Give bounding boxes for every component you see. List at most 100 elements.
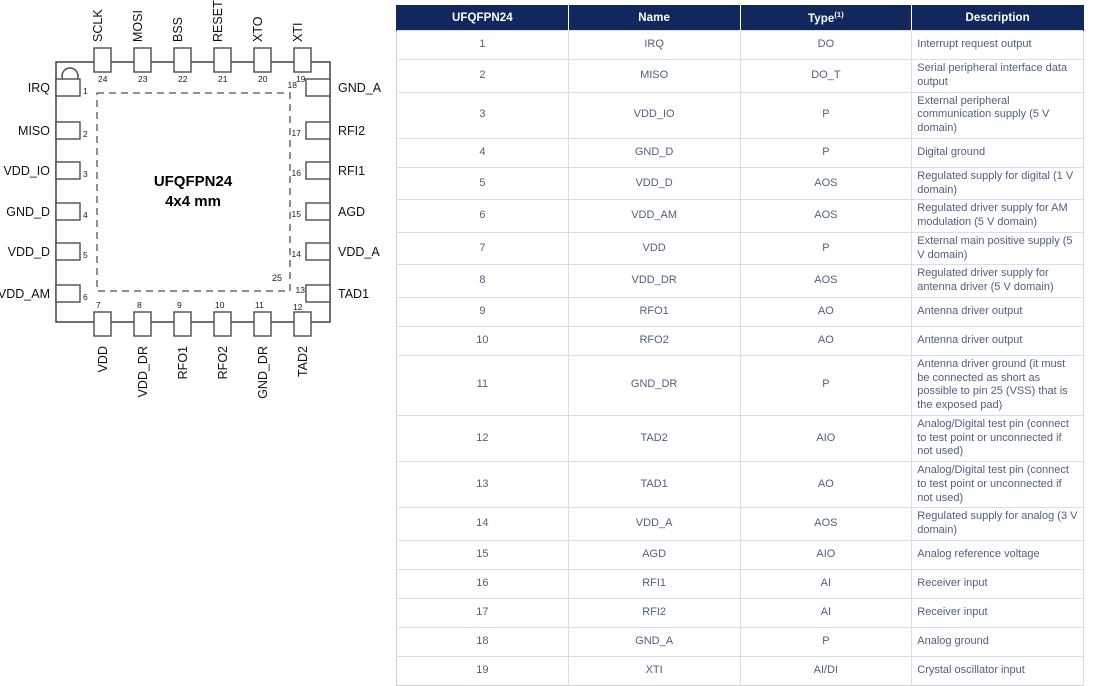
table-cell-description: Analog/Digital test pin (connect to test… bbox=[911, 460, 1084, 508]
pin-number: 6 bbox=[83, 292, 88, 302]
pin-number: 12 bbox=[293, 302, 303, 312]
pin-23: 23 MOSI bbox=[131, 10, 152, 84]
pin-14: 14 VDD_A bbox=[292, 242, 380, 261]
table-cell-description: Analog reference voltage bbox=[911, 539, 1084, 570]
pin-label: SCLK bbox=[91, 9, 105, 42]
package-body-outline bbox=[55, 61, 331, 323]
pin-11: 11 GND_DR bbox=[253, 300, 272, 399]
table-cell-description: Regulated driver supply for AM modulatio… bbox=[911, 199, 1084, 233]
pin-label: XTO bbox=[251, 16, 265, 42]
table-cell-type: DO bbox=[740, 30, 913, 60]
table-cell-type: P bbox=[740, 91, 913, 139]
table-cell-description: Regulated supply for digital (1 V domain… bbox=[911, 166, 1084, 200]
table-cell-type: P bbox=[740, 626, 913, 657]
table-cell-type: AO bbox=[740, 325, 913, 356]
pin-number: 1 bbox=[83, 86, 88, 96]
pin-17: 17 RFI2 bbox=[292, 121, 365, 140]
pin-label: RFI2 bbox=[338, 124, 365, 138]
table-cell-name: TAD2 bbox=[568, 414, 741, 462]
table-cell-name: XTI bbox=[568, 655, 741, 686]
table-cell-name: RFO1 bbox=[568, 296, 741, 327]
table-cell-type: AI bbox=[740, 597, 913, 628]
pin-number: 7 bbox=[96, 300, 101, 310]
table-cell-pin: 2 bbox=[396, 59, 569, 92]
pin-number: 18 bbox=[288, 80, 298, 90]
table-cell-description: Antenna driver output bbox=[911, 325, 1084, 356]
table-cell-pin: 8 bbox=[396, 264, 569, 298]
pin-3: 3 VDD_IO bbox=[3, 161, 88, 180]
pin-label: VDD_AM bbox=[0, 287, 50, 301]
table-cell-type: AI bbox=[740, 568, 913, 599]
pin-4: 4 GND_D bbox=[6, 202, 88, 221]
table-cell-type: AOS bbox=[740, 507, 913, 541]
table-cell-pin: 10 bbox=[396, 325, 569, 356]
table-cell-name: VDD_AM bbox=[568, 199, 741, 233]
table-cell-name: VDD_IO bbox=[568, 91, 741, 139]
table-cell-description: Interrupt request output bbox=[911, 30, 1084, 60]
column-header-type-text: Type bbox=[807, 12, 835, 25]
table-cell-pin: 7 bbox=[396, 231, 569, 265]
pin-number: 23 bbox=[138, 74, 148, 84]
pin-number: 2 bbox=[83, 129, 88, 139]
table-cell-name: IRQ bbox=[568, 30, 741, 60]
table-cell-description: External peripheral communication supply… bbox=[911, 91, 1084, 139]
pin-9: 9 RFO1 bbox=[173, 300, 192, 379]
pin-label: TAD1 bbox=[338, 287, 369, 301]
pin-label: BSS bbox=[171, 17, 185, 42]
pin-label: VDD bbox=[96, 346, 110, 372]
table-cell-name: RFO2 bbox=[568, 325, 741, 356]
table-cell-name: TAD1 bbox=[568, 460, 741, 508]
table-cell-name: RFI2 bbox=[568, 597, 741, 628]
table-cell-description: Receiver input bbox=[911, 597, 1084, 628]
table-cell-description: Analog ground bbox=[911, 626, 1084, 657]
pin-21: 21 RESET bbox=[211, 0, 232, 84]
table-cell-name: AGD bbox=[568, 539, 741, 570]
table-cell-type: AO bbox=[740, 296, 913, 327]
pin-label: RFO2 bbox=[216, 346, 230, 379]
pin-2: 2 MISO bbox=[18, 121, 88, 140]
pin-8: 8 VDD_DR bbox=[133, 300, 152, 397]
table-cell-type: AOS bbox=[740, 166, 913, 200]
table-cell-name: VDD bbox=[568, 231, 741, 265]
package-size-label: 4x4 mm bbox=[165, 193, 221, 210]
table-cell-name: VDD_DR bbox=[568, 264, 741, 298]
table-cell-pin: 4 bbox=[396, 137, 569, 168]
table-cell-description: Regulated supply for analog (3 V domain) bbox=[911, 507, 1084, 541]
pin-label: GND_D bbox=[6, 205, 50, 219]
pin-label: VDD_DR bbox=[136, 346, 150, 397]
package-pinout-diagram: 25 UFQFPN24 4x4 mm 24 SCLK 23 MOSI 22 BS… bbox=[0, 0, 390, 515]
column-header-name: Name bbox=[567, 5, 741, 31]
pin-number: 9 bbox=[177, 300, 182, 310]
table-cell-pin: 16 bbox=[396, 568, 569, 599]
pin-16: 16 RFI1 bbox=[292, 161, 365, 180]
table-cell-type: AOS bbox=[740, 199, 913, 233]
pin-24: 24 SCLK bbox=[91, 9, 112, 84]
table-cell-description: Receiver input bbox=[911, 568, 1084, 599]
table-cell-name: GND_D bbox=[568, 137, 741, 168]
pin-1: 1 IRQ bbox=[28, 78, 88, 97]
pin-22: 22 BSS bbox=[171, 17, 192, 84]
table-cell-type: P bbox=[740, 231, 913, 265]
table-cell-name: RFI1 bbox=[568, 568, 741, 599]
table-header: UFQFPN24 Name Type(1) Description bbox=[396, 5, 1084, 31]
table-cell-pin: 1 bbox=[396, 30, 569, 60]
pin-label: RFO1 bbox=[176, 346, 190, 379]
table-cell-pin: 11 bbox=[396, 354, 569, 416]
pin-13: 13 TAD1 bbox=[296, 284, 369, 303]
pin-label: VDD_D bbox=[8, 245, 50, 259]
table-cell-description: Regulated driver supply for antenna driv… bbox=[911, 264, 1084, 298]
column-header-type: Type(1) bbox=[739, 5, 913, 31]
column-header-description: Description bbox=[911, 5, 1084, 31]
pin-label: MOSI bbox=[131, 10, 145, 42]
